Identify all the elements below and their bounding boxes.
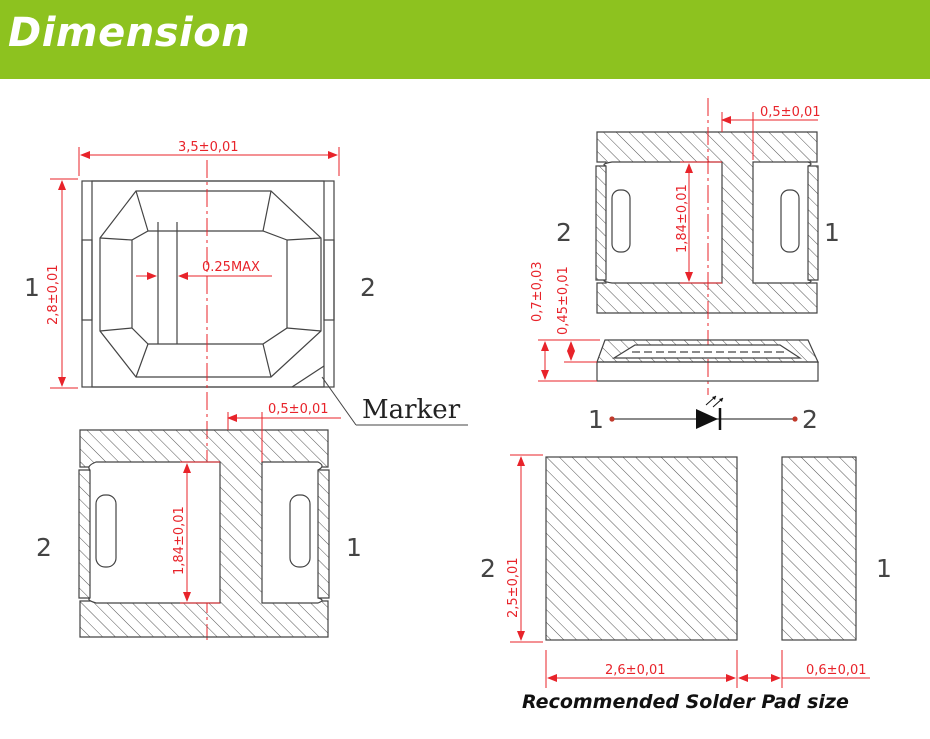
solder-pads xyxy=(545,456,857,641)
package-width-label: 3,5±0,01 xyxy=(178,140,239,155)
solder-pad-caption: Recommended Solder Pad size xyxy=(522,691,849,713)
page-title: Dimension xyxy=(8,10,251,56)
top-view-dimensions xyxy=(50,147,340,640)
right-view-gap-label: 0,5±0,01 xyxy=(760,105,821,120)
right-view-pin-right: 1 xyxy=(824,218,840,247)
symbol-pin-right: 2 xyxy=(802,405,818,434)
symbol-pin-left: 1 xyxy=(588,405,604,434)
marker-leader xyxy=(321,376,468,426)
right-view xyxy=(595,131,819,314)
bottom-view xyxy=(78,429,330,638)
right-view-pin-left: 2 xyxy=(556,218,572,247)
bottom-view-dimensions xyxy=(180,412,341,604)
side-view xyxy=(596,339,819,382)
side-view-body-height-label: 0,45±0,01 xyxy=(556,266,571,335)
diode-symbol xyxy=(609,395,798,430)
solder-pad-large-width-label: 2,6±0,01 xyxy=(605,663,666,678)
right-view-pad-label: 1,84±0,01 xyxy=(675,184,690,253)
header-banner: Dimension xyxy=(0,0,930,79)
solder-pad-small xyxy=(781,456,857,641)
solder-pad-pin-left: 2 xyxy=(480,554,496,583)
bottom-view-pad-label: 1,84±0,01 xyxy=(172,506,187,575)
top-view xyxy=(81,180,335,388)
top-view-pin-left: 1 xyxy=(24,273,40,302)
lens-max-label: 0.25MAX xyxy=(202,260,260,275)
bottom-view-pin-left: 2 xyxy=(36,533,52,562)
top-view-pin-right: 2 xyxy=(360,273,376,302)
solder-pad-height-label: 2,5±0,01 xyxy=(506,557,521,618)
side-view-dimensions xyxy=(538,339,600,382)
lens-inner xyxy=(131,230,288,345)
side-view-total-height-label: 0,7±0,03 xyxy=(530,261,545,322)
bottom-view-gap-label: 0,5±0,01 xyxy=(268,402,329,417)
solder-pad-dimensions xyxy=(510,454,870,688)
bottom-view-pin-right: 1 xyxy=(346,533,362,562)
solder-pad-large xyxy=(545,456,738,641)
marker-label: Marker xyxy=(362,395,461,425)
solder-pad-pin-right: 1 xyxy=(876,554,892,583)
solder-pad-small-width-label: 0,6±0,01 xyxy=(806,663,867,678)
package-height-label: 2,8±0,01 xyxy=(46,264,61,325)
lens-outer xyxy=(99,190,322,378)
